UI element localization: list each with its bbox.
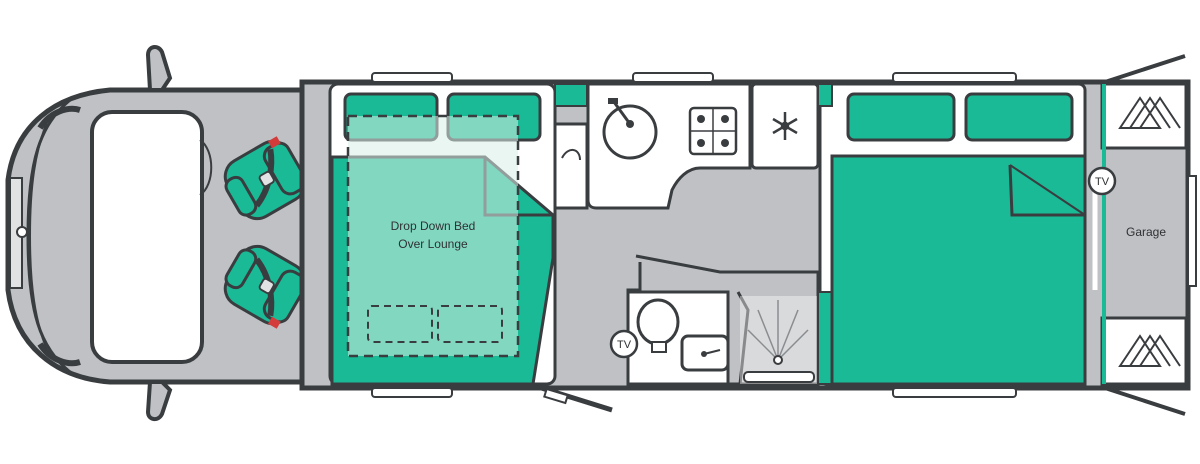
snowflake-icon bbox=[772, 112, 798, 140]
lounge: Drop Down Bed Over Lounge bbox=[328, 82, 557, 386]
mirror-bottom bbox=[145, 380, 173, 421]
shower-icon bbox=[747, 300, 809, 361]
mattress bbox=[830, 154, 1087, 386]
sink-icon bbox=[602, 98, 658, 160]
svg-text:TV: TV bbox=[1095, 176, 1110, 188]
drop-down-bed-label: Drop Down Bed bbox=[391, 219, 476, 233]
garage-label: Garage bbox=[1126, 225, 1166, 239]
kitchen bbox=[586, 82, 820, 210]
mirror-top bbox=[145, 45, 173, 92]
door-swing-icon bbox=[561, 149, 581, 161]
storage-pattern-icon bbox=[1118, 96, 1181, 129]
cupboard bbox=[553, 83, 589, 210]
pillow bbox=[846, 92, 956, 142]
pillow bbox=[964, 92, 1074, 142]
hob-icon bbox=[688, 106, 738, 156]
tv-badge: TV bbox=[1087, 166, 1117, 196]
tv-badge: TV bbox=[609, 329, 639, 359]
captain-seat-icon bbox=[223, 136, 308, 221]
svg-text:TV: TV bbox=[617, 339, 632, 351]
drop-down-bed bbox=[346, 114, 520, 358]
storage-pattern-icon bbox=[1118, 334, 1181, 367]
drop-down-bed-label: Over Lounge bbox=[398, 237, 468, 251]
entrance-door bbox=[534, 383, 613, 413]
rear-storage: Garage TV bbox=[1087, 82, 1188, 386]
rear-bed bbox=[817, 82, 1087, 386]
windscreen bbox=[90, 110, 204, 364]
washroom: TV bbox=[609, 254, 820, 386]
cab bbox=[5, 45, 313, 421]
captain-seat-icon bbox=[223, 244, 308, 329]
toilet-icon bbox=[636, 298, 680, 353]
washroom-sink-icon bbox=[680, 334, 730, 372]
